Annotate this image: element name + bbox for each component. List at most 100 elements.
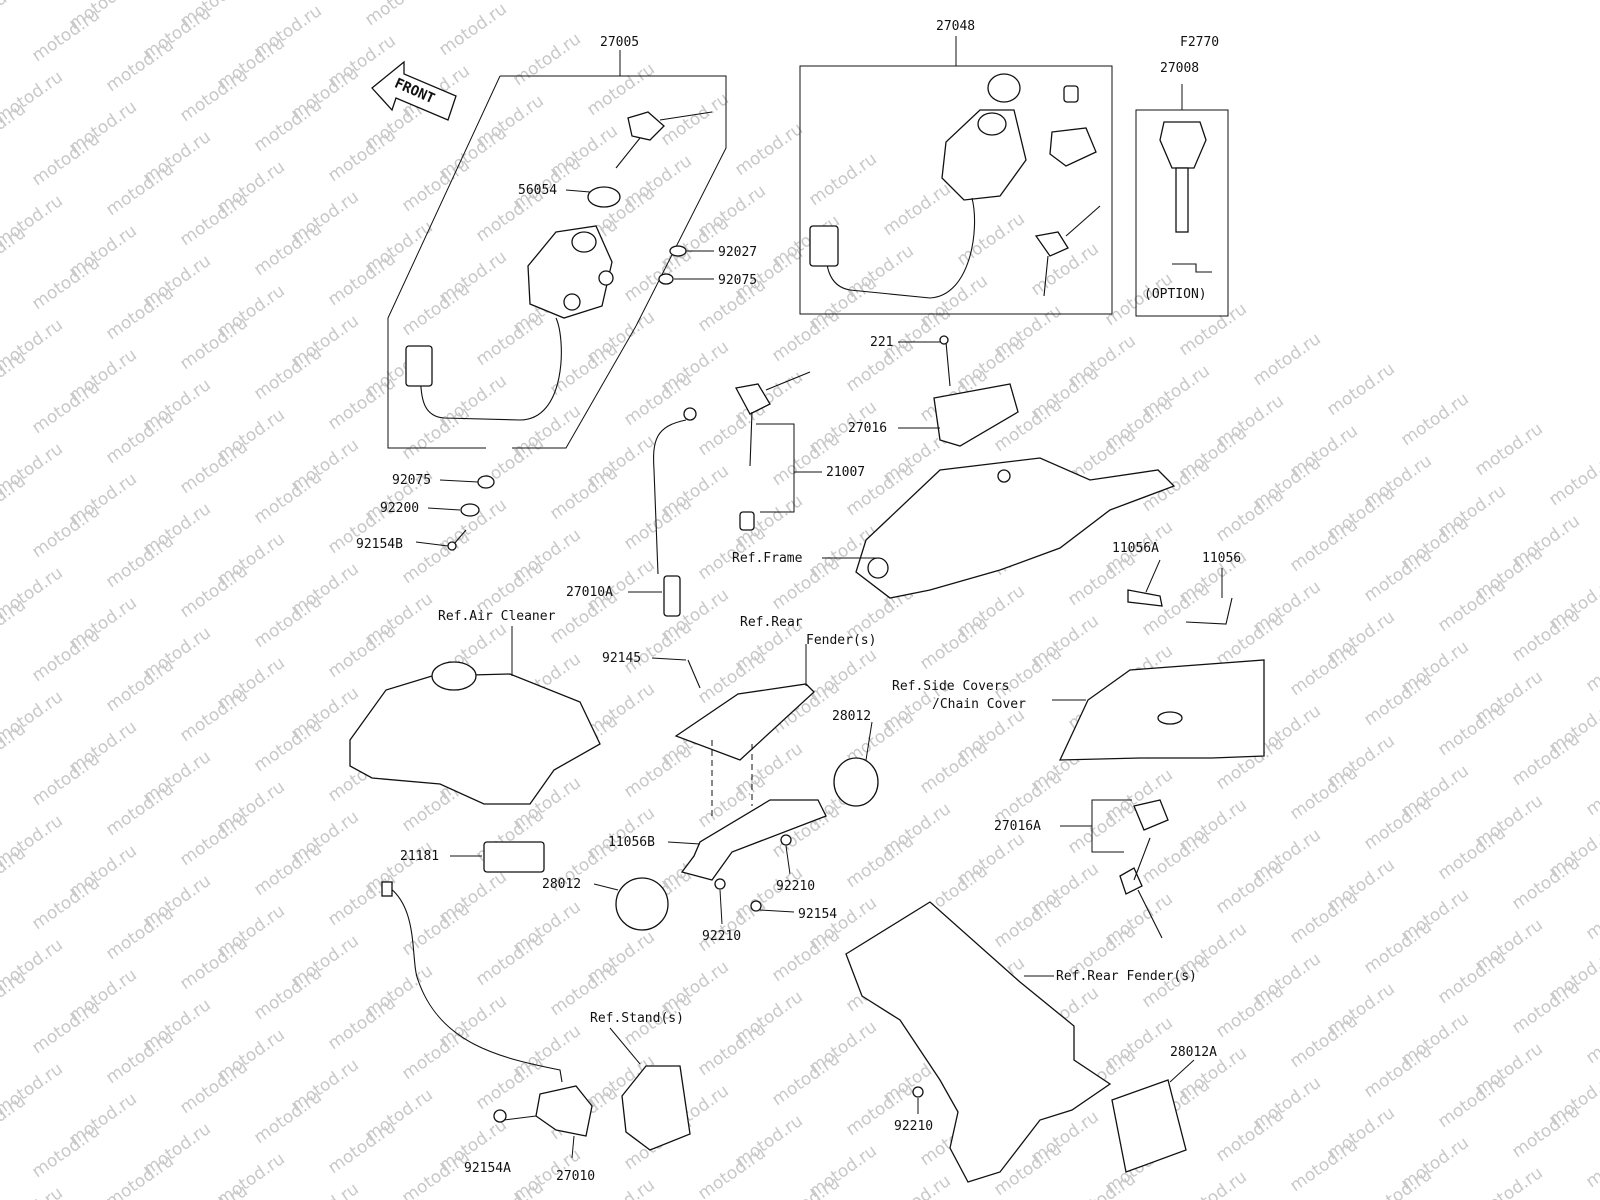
label-92075-a: 92075 (718, 273, 757, 288)
label-28012-b: 28012 (542, 877, 581, 892)
watermark-text: motod.ru (1360, 669, 1435, 730)
label-92210-b: 92210 (702, 929, 741, 944)
watermark-text: motod.ru (102, 779, 177, 840)
watermark-text: motod.ru (1508, 605, 1583, 666)
watermark-text: motod.ru (916, 613, 991, 674)
watermark-text: motod.ru (805, 149, 880, 210)
leader-lines (415, 189, 1223, 1159)
watermark-text: motod.ru (398, 279, 473, 340)
watermark-text: motod.ru (1397, 389, 1472, 450)
watermark-text: motod.ru (250, 343, 325, 404)
watermark-text: motod.ru (583, 59, 658, 120)
watermark-text: motod.ru (1360, 1041, 1435, 1102)
watermark-text: motod.ru (176, 65, 251, 126)
watermark-text: motod.ru (1582, 759, 1600, 820)
watermark-text: motod.ru (102, 35, 177, 96)
watermark-text: motod.ru (28, 377, 103, 438)
watermark-text: motod.ru (1508, 1101, 1583, 1162)
watermark-text: motod.ru (28, 253, 103, 314)
watermark-text: motod.ru (1064, 1169, 1139, 1200)
watermark-text: motod.ru (324, 869, 399, 930)
label-92145: 92145 (602, 651, 641, 666)
watermark-text: motod.ru (398, 155, 473, 216)
washer-92075-icon (658, 273, 674, 285)
label-27016a: 27016A (994, 819, 1041, 834)
watermark-text: motod.ru (916, 737, 991, 798)
watermark-text: motod.ru (250, 591, 325, 652)
watermark-text: motod.ru (176, 189, 251, 250)
rear-fender-lower-icon (845, 901, 1187, 1183)
watermark-text: motod.ru (1508, 853, 1583, 914)
watermark-text: motod.ru (435, 0, 510, 60)
watermark-text: motod.ru (472, 1053, 547, 1114)
washer-92027-icon (669, 245, 687, 257)
watermark-text: motod.ru (102, 283, 177, 344)
group-27008 (1135, 84, 1229, 317)
watermark-text: motod.ru (620, 369, 695, 430)
rear-fender-bracket (615, 683, 879, 931)
watermark-text: motod.ru (1582, 883, 1600, 944)
label-28012a: 28012A (1170, 1045, 1217, 1060)
label-11056: 11056 (1202, 551, 1241, 566)
watermark-text: motod.ru (250, 963, 325, 1024)
group-27005 (387, 50, 727, 551)
watermark-text: motod.ru (102, 1027, 177, 1088)
watermark-text: motod.ru (768, 925, 843, 986)
label-ref-rear-fender-3: Ref.Rear Fender(s) (1056, 969, 1197, 984)
watermark-text: motod.ru (102, 407, 177, 468)
watermark-text: motod.ru (1360, 917, 1435, 978)
label-28012-a: 28012 (832, 709, 871, 724)
label-92210-a: 92210 (776, 879, 815, 894)
watermark-text: motod.ru (324, 125, 399, 186)
label-figure-code: F2770 (1180, 35, 1219, 50)
connector-icon (405, 345, 433, 387)
watermark-text: motod.ru (1360, 793, 1435, 854)
label-ref-stands: Ref.Stand(s) (590, 1011, 684, 1026)
watermark-text: motod.ru (842, 831, 917, 892)
watermark-text: motod.ru (398, 899, 473, 960)
watermark-text: motod.ru (768, 429, 843, 490)
label-ref-rear-fender-2: Fender(s) (806, 633, 876, 648)
watermark-text: motod.ru (1434, 699, 1509, 760)
watermark-text: motod.ru (324, 249, 399, 310)
watermark-text: motod.ru (176, 933, 251, 994)
washer-92075b-icon (477, 475, 495, 489)
label-27010a: 27010A (566, 585, 613, 600)
watermark-text: motod.ru (324, 621, 399, 682)
watermark-text: motod.ru (1582, 1131, 1600, 1192)
watermark-text: motod.ru (176, 685, 251, 746)
watermark-text: motod.ru (28, 749, 103, 810)
label-11056a: 11056A (1112, 541, 1159, 556)
watermark-text: motod.ru (1212, 1105, 1287, 1166)
watermark-text: motod.ru (1508, 729, 1583, 790)
watermark-text: motod.ru (990, 891, 1065, 952)
watermark-text: motod.ru (1138, 579, 1213, 640)
watermark-text: motod.ru (1249, 329, 1324, 390)
watermark-text: motod.ru (324, 1117, 399, 1178)
watermark-text: motod.ru (472, 309, 547, 370)
watermark-text: motod.ru (398, 1147, 473, 1200)
screw-92154b-icon (447, 529, 467, 551)
watermark-text: motod.ru (250, 1087, 325, 1148)
label-92200: 92200 (380, 501, 419, 516)
watermark-text: motod.ru (1138, 827, 1213, 888)
watermark-text: motod.ru (1434, 947, 1509, 1008)
watermark-text: motod.ru (1471, 419, 1546, 480)
label-ref-frame: Ref.Frame (732, 551, 803, 566)
watermark-text: motod.ru (176, 809, 251, 870)
watermark-text: motod.ru (102, 159, 177, 220)
watermark-text: motod.ru (1212, 981, 1287, 1042)
watermark-text: motod.ru (1545, 449, 1600, 510)
ignition-switch-icon (527, 225, 614, 319)
watermark-text: motod.ru (0, 1183, 67, 1200)
watermark-text: motod.ru (28, 873, 103, 934)
watermark-text: motod.ru (102, 655, 177, 716)
watermark-text: motod.ru (28, 501, 103, 562)
watermark-text: motod.ru (1286, 887, 1361, 948)
watermark-text: motod.ru (398, 1023, 473, 1084)
label-56054: 56054 (518, 183, 557, 198)
washer-92200-icon (460, 503, 480, 517)
watermark-text: motod.ru (176, 313, 251, 374)
watermark-text: motod.ru (28, 129, 103, 190)
